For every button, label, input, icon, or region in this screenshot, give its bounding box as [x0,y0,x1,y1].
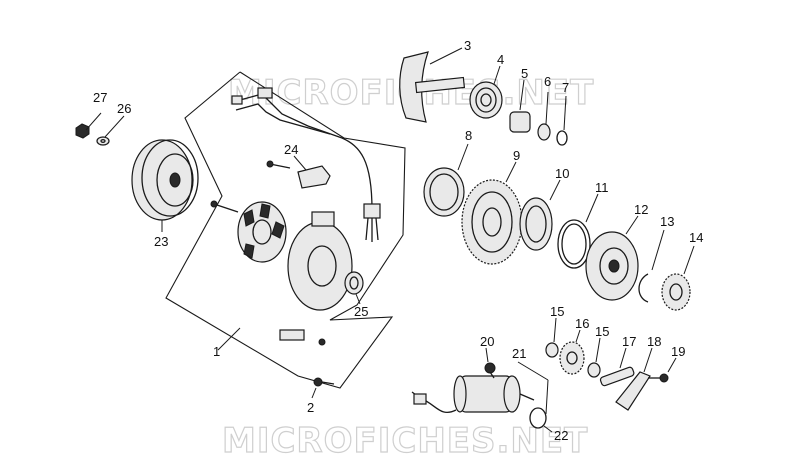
flywheel-rotor-part-23 [131,139,199,232]
callout-22: 22 [554,428,568,443]
watermark-bottom: MICROFICHES.NET [222,421,588,461]
callout-14: 14 [689,230,703,245]
washer-part-15-left [545,317,559,358]
callout-4: 4 [497,52,504,67]
callout-21: 21 [512,346,526,361]
callout-2: 2 [307,400,314,415]
callout-19: 19 [671,344,685,359]
return-spring-part-4 [469,65,503,119]
callout-23: 23 [154,234,168,249]
washer-part-26 [96,115,125,146]
wiring-harness [231,87,381,242]
callout-16: 16 [575,316,589,331]
callout-11: 11 [595,180,609,195]
callout-10: 10 [555,166,569,181]
callout-27: 27 [93,90,107,105]
callout-5: 5 [521,66,528,81]
starter-ring-gear-part-9 [461,161,523,265]
callout-6: 6 [544,74,551,89]
screw-part-2 [311,377,335,399]
callout-24: 24 [284,142,298,157]
callout-9: 9 [513,148,520,163]
shaft-part-17 [599,347,635,387]
callout-15-left: 15 [550,304,564,319]
callout-3: 3 [464,38,471,53]
pinion-part-14 [661,245,695,311]
assembly-frame [165,71,406,389]
callout-17: 17 [622,334,636,349]
idler-gear-part-16 [559,329,585,375]
circlip-part-7 [556,95,568,146]
washer-part-6 [537,91,551,141]
leader-part-1 [217,327,241,351]
roller-bearing-part-10 [519,179,561,251]
o-ring-part-22 [529,407,553,433]
callout-15-right: 15 [595,324,609,339]
callout-25: 25 [354,304,368,319]
stator-coil [210,200,287,263]
clamp-part-24 [266,155,331,189]
ring-part-11 [557,193,599,269]
stator-base-plate [279,211,353,346]
shim-part-8 [423,143,469,217]
starter-motor-part-21 [411,361,549,415]
washer-part-15-right [587,337,601,378]
callout-1: 1 [213,344,220,359]
spring-clip-part-13 [638,229,665,303]
freewheel-hub-part-12 [585,215,639,301]
bolt-part-20 [484,347,496,379]
callout-8: 8 [465,128,472,143]
screw-part-19 [648,357,677,383]
callout-26: 26 [117,101,131,116]
lever-plate-part-18 [615,347,653,411]
bolt-part-27 [75,112,102,139]
callout-20: 20 [480,334,494,349]
kickstart-shaft-part-3 [399,47,466,123]
callout-7: 7 [562,80,569,95]
callout-13: 13 [660,214,674,229]
callout-18: 18 [647,334,661,349]
callout-12: 12 [634,202,648,217]
oil-seal-part-25 [344,271,364,305]
bush-part-5 [509,79,531,133]
